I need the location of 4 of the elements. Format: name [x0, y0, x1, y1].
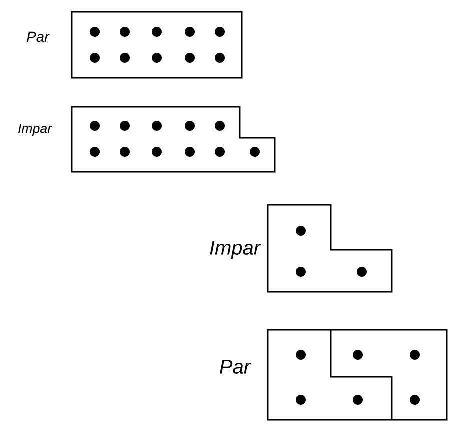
figure-label: Impar	[210, 241, 262, 259]
figure-label: Par	[27, 32, 50, 42]
figure-label: Par	[220, 360, 252, 374]
figure-label: Impar	[18, 124, 52, 136]
